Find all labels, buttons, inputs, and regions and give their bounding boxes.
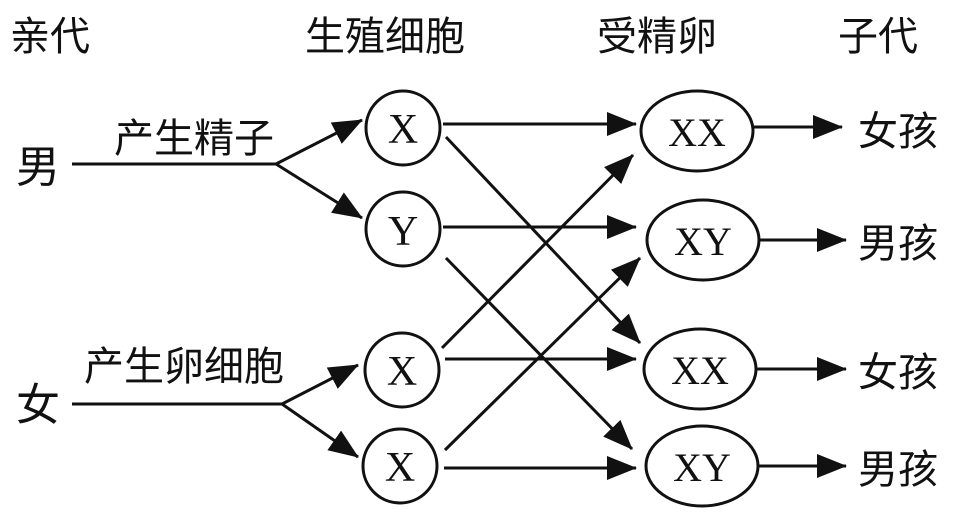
offspring-4-label: 男孩 bbox=[858, 447, 938, 493]
link-male-y-to-z4 bbox=[444, 256, 634, 451]
header-parents: 亲代 bbox=[10, 14, 90, 60]
offspring-1-label: 女孩 bbox=[858, 109, 938, 155]
offspring-2-label: 男孩 bbox=[858, 221, 938, 267]
gamete-male-x-label: X bbox=[388, 107, 418, 153]
gamete-male-y-label: Y bbox=[388, 209, 418, 255]
offspring-3-label: 女孩 bbox=[858, 350, 938, 396]
zygote-2-ellipse bbox=[645, 198, 761, 282]
gamete-male-y-circle bbox=[364, 190, 442, 268]
gamete-male-x-circle bbox=[364, 89, 442, 167]
female-to-x1-arrow bbox=[281, 363, 359, 406]
zygote-1-ellipse bbox=[639, 89, 755, 173]
male-to-y-arrow bbox=[275, 162, 363, 220]
male-to-x-arrow bbox=[275, 118, 363, 166]
link-male-x-to-z3 bbox=[444, 135, 642, 345]
gamete-female-x2-circle bbox=[361, 427, 439, 505]
header-offspring: 子代 bbox=[838, 14, 918, 60]
parent-female-label: 女 bbox=[16, 380, 60, 431]
zygote-3-ellipse bbox=[642, 327, 758, 411]
gamete-female-x1-label: X bbox=[387, 349, 417, 395]
process-male-label: 产生精子 bbox=[114, 116, 274, 162]
parent-male-label: 男 bbox=[16, 142, 60, 193]
link-female-x2-to-z2 bbox=[443, 256, 642, 452]
header-gametes: 生殖细胞 bbox=[305, 14, 465, 60]
gamete-female-x2-label: X bbox=[385, 445, 415, 491]
header-zygotes: 受精卵 bbox=[597, 14, 717, 60]
zygote-1-label: XX bbox=[668, 110, 726, 155]
zygote-4-label: XY bbox=[673, 445, 731, 490]
female-to-x2-arrow bbox=[281, 402, 359, 459]
zygote-3-label: XX bbox=[671, 348, 729, 393]
process-female-label: 产生卵细胞 bbox=[84, 344, 284, 390]
link-female-x1-to-z1 bbox=[440, 153, 635, 350]
gamete-female-x1-circle bbox=[363, 331, 441, 409]
zygote-4-ellipse bbox=[644, 424, 760, 508]
zygote-2-label: XY bbox=[674, 219, 732, 264]
